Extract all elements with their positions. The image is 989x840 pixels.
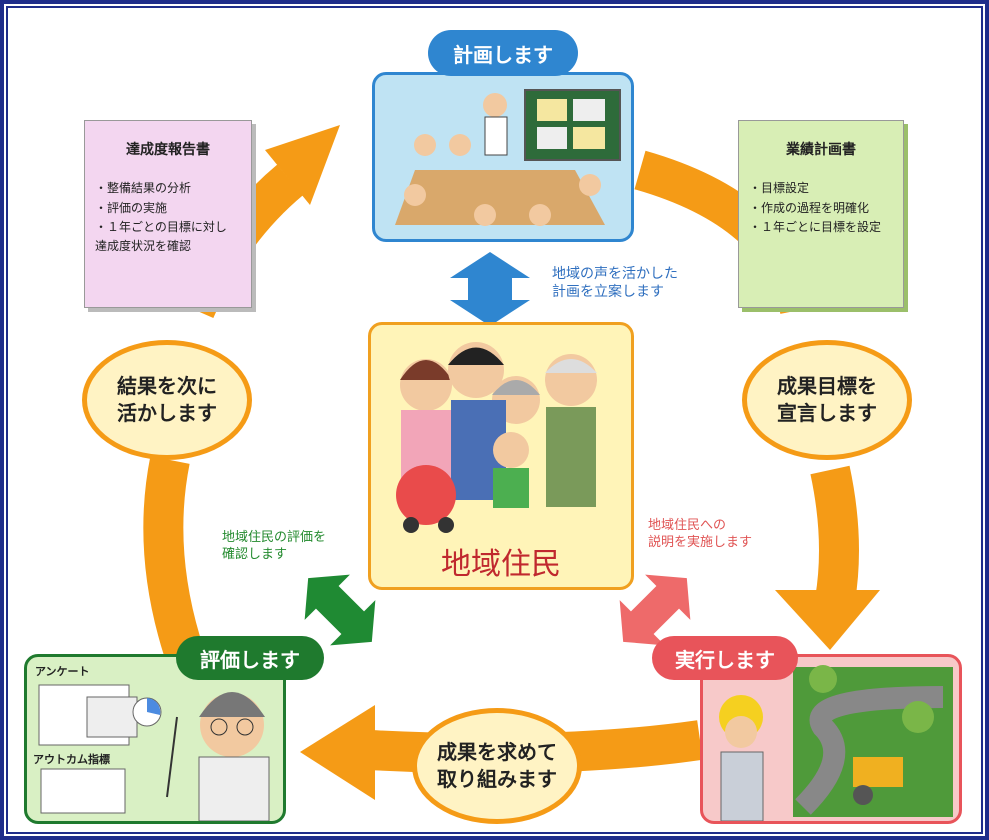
arrowhead-bottom [300,705,375,800]
outcome-indicator-label: アウトカム指標 [33,753,110,766]
arrowhead-top-left [265,125,340,205]
report-doc-title: 達成度報告書 [126,142,210,158]
residents-panel: 地域住民 [368,322,634,590]
report-doc-item: ・１年ごとの目標に対し 達成度状況を確認 [95,219,227,253]
arrowhead-right [775,590,880,650]
survey-label: アンケート [35,665,90,678]
oval-use-results: 結果を次に 活かします [82,340,252,460]
report-doc-item: ・整備結果の分析 [95,181,192,196]
plan-doc-list: ・目標設定 ・作成の過程を明確化 ・１年ごとに目標を設定 [739,179,903,237]
arc-right-down [810,465,859,604]
blue-double-arrow [450,252,530,326]
plan-doc-item: ・目標設定 [749,181,810,196]
inner-frame [6,6,983,834]
green-double-arrow [304,574,376,646]
plan-doc-item: ・作成の過程を明確化 [749,200,870,215]
execute-badge: 実行します [652,636,798,680]
evaluate-panel: アンケート アウトカム指標 [24,654,286,824]
red-double-arrow [619,574,691,646]
execute-panel [700,654,962,824]
plan-badge: 計画します [428,30,578,76]
note-top: 地域の声を活かした 計画を立案します [552,266,678,301]
construction-illustration [719,665,953,822]
meeting-illustration [395,89,621,226]
note-right: 地域住民への 説明を実施します [648,518,753,550]
evaluate-badge: 評価します [176,636,324,680]
evaluator-illustration [38,684,270,822]
plan-doc-title: 業績計画書 [786,142,856,158]
plan-doc-item: ・１年ごとに目標を設定 [749,219,882,234]
report-doc-item: ・評価の実施 [95,200,168,215]
oval-pursue-results: 成果を求めて 取り組みます [412,708,582,824]
oval-declare-goals: 成果目標を 宣言します [742,340,912,460]
plan-meeting-panel [372,72,634,242]
family-illustration [396,342,597,533]
achievement-report-doc: 達成度報告書 ・整備結果の分析 ・評価の実施 ・１年ごとの目標に対し 達成度状況… [84,120,252,308]
residents-caption: 地域住民 [441,547,561,582]
performance-plan-doc: 業績計画書 ・目標設定 ・作成の過程を明確化 ・１年ごとに目標を設定 [738,120,904,308]
report-doc-list: ・整備結果の分析 ・評価の実施 ・１年ごとの目標に対し 達成度状況を確認 [85,179,251,256]
note-left: 地域住民の評価を 確認します [222,530,327,562]
